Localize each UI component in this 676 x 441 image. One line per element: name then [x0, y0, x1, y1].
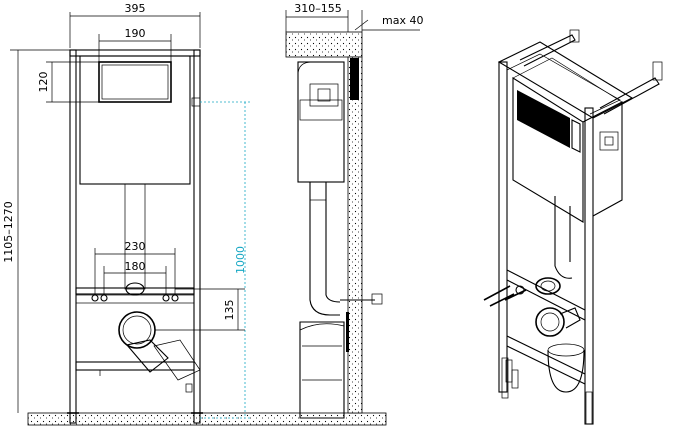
- side-view: [285, 31, 383, 419]
- dim-190-label: 190: [125, 27, 146, 40]
- dim-230-label: 230: [125, 240, 146, 253]
- dimension-cistern-width: 190: [98, 27, 172, 62]
- dim-180-label: 180: [125, 260, 146, 273]
- bolt-icon: [91, 294, 99, 302]
- dimension-bolt-inner: 180: [103, 260, 167, 295]
- floor-slab: [27, 412, 387, 426]
- dimension-frame-width: 395: [69, 2, 201, 48]
- dimension-total-height: 1105–1270: [2, 49, 70, 413]
- dim-395-label: 395: [125, 2, 146, 15]
- dim-total-height-label: 1105–1270: [2, 201, 15, 263]
- dimension-max-gap: max 40: [354, 10, 423, 32]
- dim-wall-depth-label: 310–155: [294, 2, 342, 15]
- dimension-wall-depth: 310–155: [285, 2, 349, 32]
- bolt-icon: [100, 294, 108, 302]
- dim-135-label: 135: [223, 300, 236, 321]
- dimension-cistern-height: 120: [37, 61, 99, 103]
- front-view: [67, 49, 203, 424]
- bolt-icon: [171, 294, 179, 302]
- dimension-outlet-height: 135: [155, 288, 245, 331]
- flush-inlet-icon: [125, 282, 145, 296]
- dimension-bolt-outer: 230: [94, 240, 176, 295]
- dim-max40-label: max 40: [382, 14, 423, 27]
- dimension-drain-height: 1000: [200, 101, 250, 419]
- dim-120-label: 120: [37, 72, 50, 93]
- dim-1000-label: 1000: [234, 246, 247, 274]
- isometric-view: [483, 29, 663, 425]
- flush-plate-opening: [98, 61, 172, 103]
- bolt-icon: [162, 294, 170, 302]
